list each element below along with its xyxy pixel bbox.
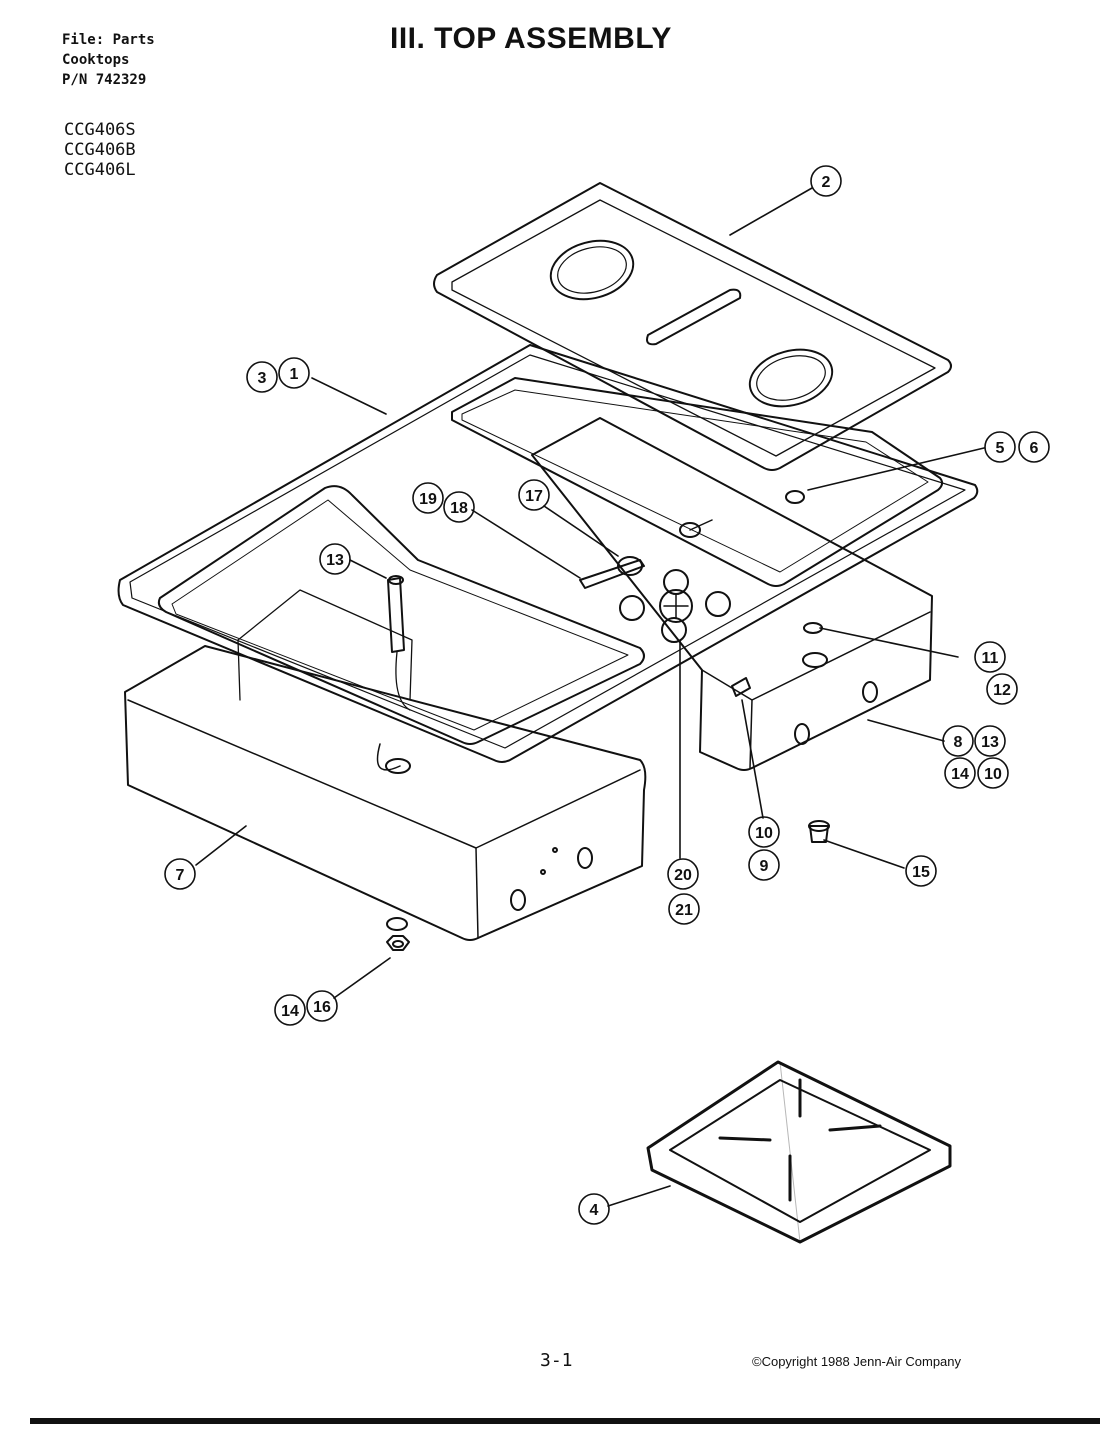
model-number: CCG406S xyxy=(64,120,136,140)
page-number: 3-1 xyxy=(540,1350,573,1371)
callout-label: 16 xyxy=(313,999,331,1016)
callout-10-lower: 10 xyxy=(748,816,780,848)
callout-12: 12 xyxy=(986,673,1018,705)
callout-label: 3 xyxy=(258,370,267,387)
callout-label: 5 xyxy=(996,440,1005,457)
callout-label: 17 xyxy=(525,488,543,505)
callout-label: 10 xyxy=(755,825,773,842)
callout-label: 21 xyxy=(675,902,693,919)
leader-lines xyxy=(195,187,985,1207)
callout-21: 21 xyxy=(668,893,700,925)
model-number: CCG406B xyxy=(64,140,136,160)
callout-1: 1 xyxy=(278,357,310,389)
callout-14-lower: 14 xyxy=(274,994,306,1026)
callout-label: 6 xyxy=(1030,440,1039,457)
callout-13-right: 13 xyxy=(974,725,1006,757)
file-header: File: Parts Cooktops P/N 742329 xyxy=(62,30,155,90)
callout-20: 20 xyxy=(667,858,699,890)
callout-label: 15 xyxy=(912,864,930,881)
callout-group: 2 3 1 5 6 19 18 17 13 11 12 8 13 14 10 1… xyxy=(164,165,1050,1225)
callout-19: 19 xyxy=(412,482,444,514)
part-number-line: P/N 742329 xyxy=(62,72,147,88)
callout-5: 5 xyxy=(984,431,1016,463)
model-list: CCG406S CCG406B CCG406L xyxy=(64,120,136,180)
callout-10-right: 10 xyxy=(977,757,1009,789)
file-line: File: Parts xyxy=(62,32,155,48)
callout-label: 20 xyxy=(674,867,692,884)
right-burner-box-part xyxy=(531,417,933,771)
callout-label: 19 xyxy=(419,491,437,508)
callout-label: 4 xyxy=(590,1202,599,1219)
category-line: Cooktops xyxy=(62,52,130,68)
callout-label: 14 xyxy=(281,1003,299,1020)
callout-label: 7 xyxy=(176,867,185,884)
callout-16: 16 xyxy=(306,990,338,1022)
callout-6: 6 xyxy=(1018,431,1050,463)
model-number: CCG406L xyxy=(64,160,136,180)
bottom-rule xyxy=(30,1418,1100,1424)
callout-14-right: 14 xyxy=(944,757,976,789)
copyright-notice: ©Copyright 1988 Jenn-Air Company xyxy=(752,1354,962,1369)
callout-4: 4 xyxy=(578,1193,610,1225)
left-burner-box-part xyxy=(124,589,647,941)
cooktop-frame-part xyxy=(117,344,979,763)
callout-8: 8 xyxy=(942,725,974,757)
cover-plate-part xyxy=(433,182,952,471)
callout-3: 3 xyxy=(246,361,278,393)
callout-11: 11 xyxy=(974,641,1006,673)
callout-label: 14 xyxy=(951,766,969,783)
callout-13-upper: 13 xyxy=(319,543,351,575)
callout-label: 8 xyxy=(954,734,963,751)
callout-label: 13 xyxy=(981,734,999,751)
page-title: III. TOP ASSEMBLY xyxy=(390,22,672,55)
burner-grate-part xyxy=(646,1060,952,1244)
callout-9: 9 xyxy=(748,849,780,881)
callout-label: 18 xyxy=(450,500,468,517)
callout-label: 13 xyxy=(326,552,344,569)
callout-7: 7 xyxy=(164,858,196,890)
callout-label: 10 xyxy=(984,766,1002,783)
callout-label: 11 xyxy=(982,650,999,667)
callout-label: 12 xyxy=(993,682,1011,699)
callout-label: 9 xyxy=(760,858,769,875)
callout-label: 2 xyxy=(822,174,831,191)
callout-label: 1 xyxy=(290,366,299,383)
callout-18: 18 xyxy=(443,491,475,523)
small-components xyxy=(386,490,830,951)
callout-2: 2 xyxy=(810,165,842,197)
callout-17: 17 xyxy=(518,479,550,511)
callout-15: 15 xyxy=(905,855,937,887)
